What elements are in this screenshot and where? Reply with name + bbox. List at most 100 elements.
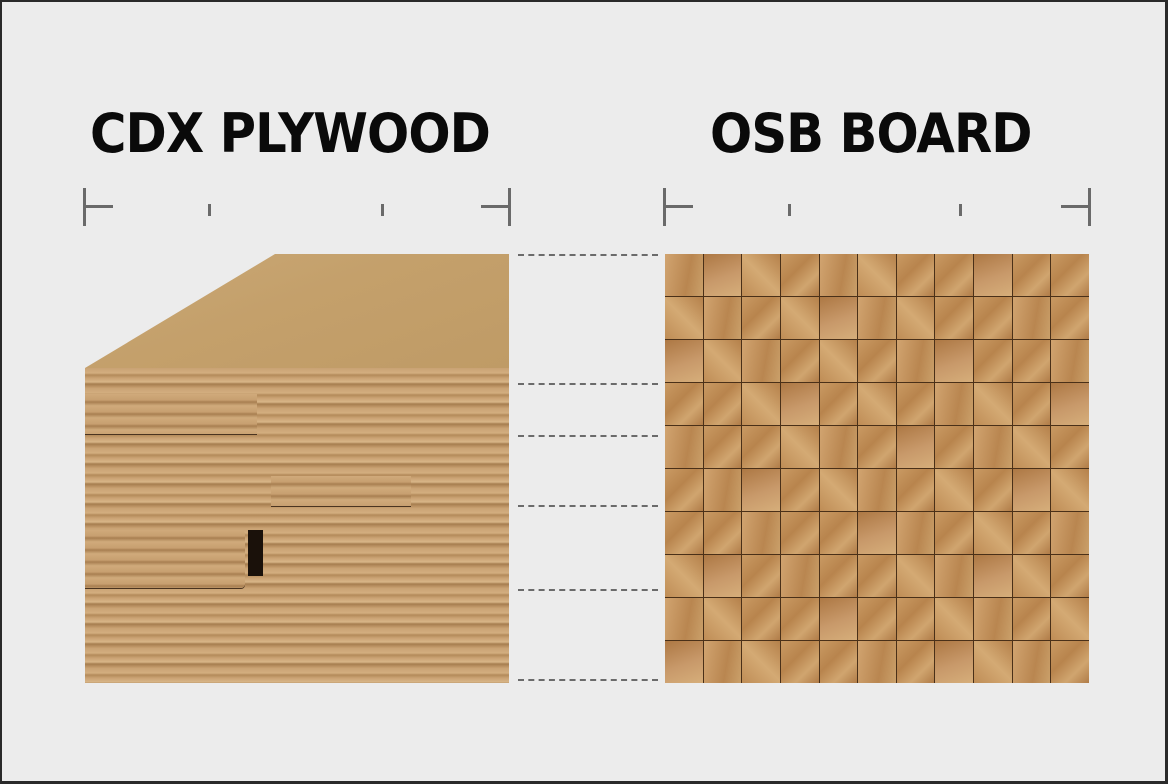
osb-tile [819, 340, 858, 382]
osb-tile [1012, 254, 1051, 296]
osb-tile [974, 254, 1012, 296]
osb-tile [665, 340, 703, 382]
osb-tile [665, 555, 703, 597]
osb-tile [742, 383, 780, 425]
osb-tile [703, 512, 742, 554]
osb-tile [1012, 641, 1051, 683]
osb-tile [665, 598, 703, 640]
osb-tile [1012, 383, 1051, 425]
osb-tile [742, 254, 780, 296]
osb-tile [780, 555, 819, 597]
osb-tile [742, 598, 780, 640]
osb-tile [935, 426, 974, 468]
osb-tile [858, 426, 896, 468]
osb-tile [935, 469, 974, 511]
osb-tile [935, 555, 974, 597]
plywood-step [85, 394, 257, 434]
plywood-step [271, 476, 411, 506]
ruler-tick [788, 204, 791, 216]
osb-tile [974, 297, 1012, 339]
osb-tile [858, 641, 896, 683]
osb-tile [819, 641, 858, 683]
osb-tile [1051, 598, 1089, 640]
osb-tile [1051, 426, 1089, 468]
osb-tile [858, 340, 896, 382]
osb-tile [896, 598, 935, 640]
osb-title: OSB BOARD [710, 102, 1033, 165]
osb-tile [935, 512, 974, 554]
osb-tile [935, 340, 974, 382]
osb-tile [858, 469, 896, 511]
osb-tile [974, 469, 1012, 511]
osb-tile [1012, 426, 1051, 468]
osb-tile [974, 641, 1012, 683]
osb-tile [819, 426, 858, 468]
osb-ruler [663, 188, 1091, 226]
osb-tile [1051, 254, 1089, 296]
ruler-left-arm [83, 205, 113, 208]
osb-tile [974, 512, 1012, 554]
osb-image [665, 254, 1089, 683]
osb-tile [974, 598, 1012, 640]
osb-tile [1051, 555, 1089, 597]
osb-tile [780, 340, 819, 382]
osb-tile [819, 469, 858, 511]
osb-tile [974, 555, 1012, 597]
osb-tile [703, 598, 742, 640]
plywood-title: CDX PLYWOOD [90, 102, 491, 165]
osb-tile [780, 383, 819, 425]
connector-line [518, 254, 658, 256]
osb-tile [1051, 512, 1089, 554]
osb-tile [1051, 383, 1089, 425]
osb-tile [935, 254, 974, 296]
osb-tile [896, 297, 935, 339]
ruler-right-cap [508, 188, 511, 226]
osb-tile [935, 383, 974, 425]
connector-line [518, 589, 658, 591]
osb-tile [896, 641, 935, 683]
osb-tile [974, 340, 1012, 382]
osb-tile [819, 598, 858, 640]
osb-tile [742, 426, 780, 468]
plywood-ruler [83, 188, 511, 226]
osb-tile [974, 383, 1012, 425]
connector-line [518, 505, 658, 507]
osb-tile [819, 254, 858, 296]
ruler-tick [208, 204, 211, 216]
osb-tile [742, 340, 780, 382]
osb-tile [780, 641, 819, 683]
osb-tile [780, 297, 819, 339]
connector-line [518, 435, 658, 437]
osb-tile [1012, 469, 1051, 511]
osb-tile [665, 297, 703, 339]
ruler-right-cap [1088, 188, 1091, 226]
osb-tile [742, 512, 780, 554]
osb-tile [703, 555, 742, 597]
osb-tile [665, 469, 703, 511]
osb-tile [665, 512, 703, 554]
osb-tile [896, 383, 935, 425]
osb-tile [665, 426, 703, 468]
osb-tile [703, 254, 742, 296]
plywood-gap [248, 530, 263, 576]
ruler-tick [381, 204, 384, 216]
osb-tile [703, 469, 742, 511]
osb-tile [1012, 340, 1051, 382]
osb-tile [819, 512, 858, 554]
osb-tile [1012, 555, 1051, 597]
osb-tile [1051, 641, 1089, 683]
osb-tile [1012, 598, 1051, 640]
osb-tile [896, 469, 935, 511]
plywood-top-face [85, 254, 509, 368]
ruler-right-arm [481, 205, 511, 208]
ruler-right-arm [1061, 205, 1091, 208]
osb-tile [935, 641, 974, 683]
osb-tile [742, 641, 780, 683]
osb-tile [819, 555, 858, 597]
osb-tile [935, 598, 974, 640]
ruler-left-arm [663, 205, 693, 208]
osb-tile [1051, 469, 1089, 511]
connector-line [518, 383, 658, 385]
osb-tile [896, 512, 935, 554]
